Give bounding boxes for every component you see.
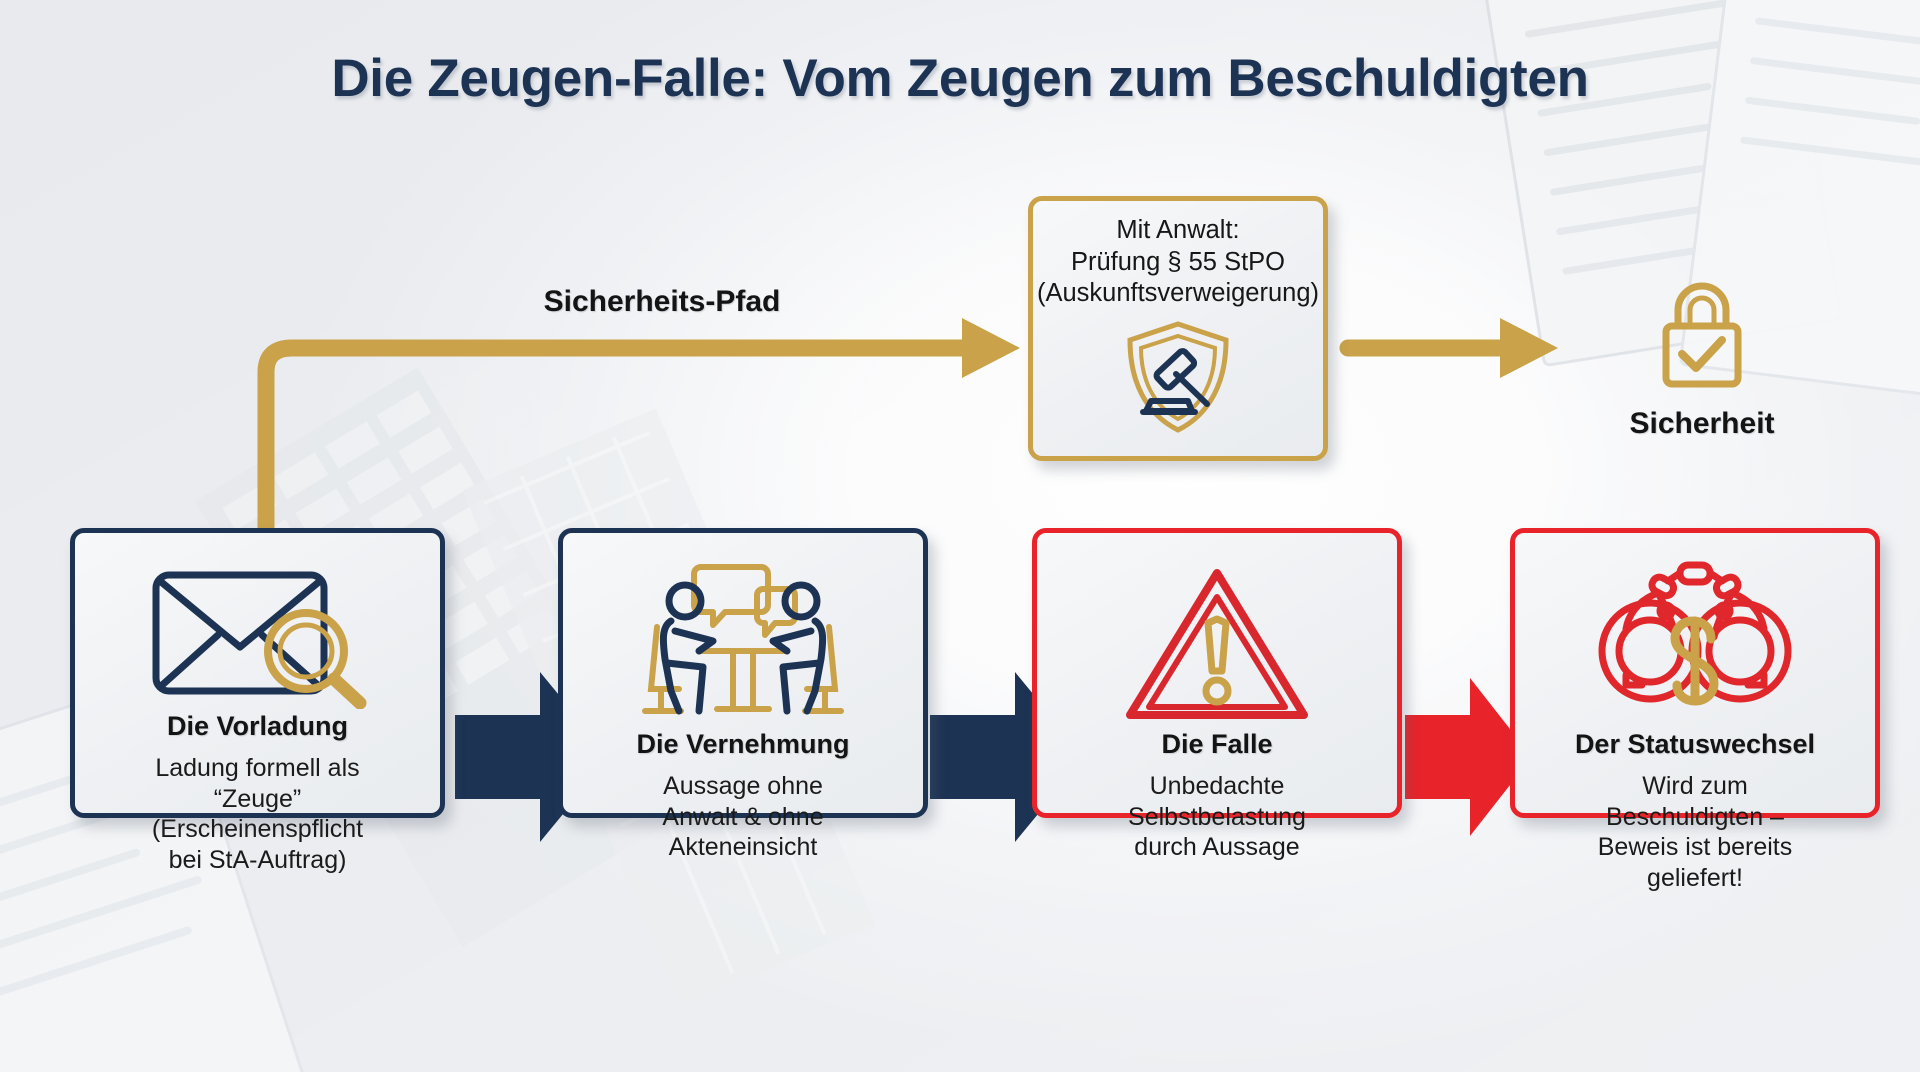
- envelope-magnifier-icon: [144, 559, 372, 709]
- step-body: Unbedachte Selbstbelastung durch Aussage: [1128, 772, 1306, 862]
- safety-endpoint: Sicherheit: [1572, 272, 1832, 441]
- step-title: Die Vorladung: [166, 711, 348, 741]
- step-card-statuswechsel[interactable]: Der Statuswechsel Wird zum Beschuldigten…: [1510, 528, 1880, 892]
- gold-advice-text: Mit Anwalt: Prüfung § 55 StPO (Auskunfts…: [1036, 216, 1320, 308]
- shield-gavel-icon: [1114, 316, 1242, 443]
- arrow-safety-path-to-goldbox: [257, 318, 1020, 554]
- step-card-falle[interactable]: Die Falle Unbedachte Selbstbelastung dur…: [1032, 528, 1402, 861]
- step-body: Wird zum Beschuldigten – Beweis ist bere…: [1597, 772, 1793, 892]
- handcuffs-paragraph-icon: [1592, 559, 1798, 727]
- step-body: Ladung formell als “Zeuge” (Erscheinensp…: [151, 754, 364, 874]
- safety-endpoint-label: Sicherheit: [1629, 407, 1775, 440]
- safety-path-label: Sicherheits-Pfad: [543, 285, 781, 318]
- step-title: Der Statuswechsel: [1574, 729, 1816, 759]
- step-title: Die Falle: [1161, 729, 1273, 759]
- page-title: Die Zeugen-Falle: Vom Zeugen zum Beschul…: [331, 49, 1589, 108]
- step-title: Die Vernehmung: [636, 729, 850, 759]
- arrow-goldbox-to-sicherheit: [1339, 318, 1558, 378]
- step-body: Aussage ohne Anwalt & ohne Akteneinsicht: [662, 772, 824, 862]
- lock-check-icon: [1572, 272, 1832, 401]
- step-card-vorladung[interactable]: Die Vorladung Ladung formell als “Zeuge”…: [70, 528, 445, 874]
- warning-triangle-icon: [1122, 559, 1312, 727]
- gold-advice-box[interactable]: Mit Anwalt: Prüfung § 55 StPO (Auskunfts…: [1028, 196, 1328, 461]
- interrogation-table-icon: [637, 559, 849, 727]
- step-card-vernehmung[interactable]: Die Vernehmung Aussage ohne Anwalt & ohn…: [558, 528, 928, 861]
